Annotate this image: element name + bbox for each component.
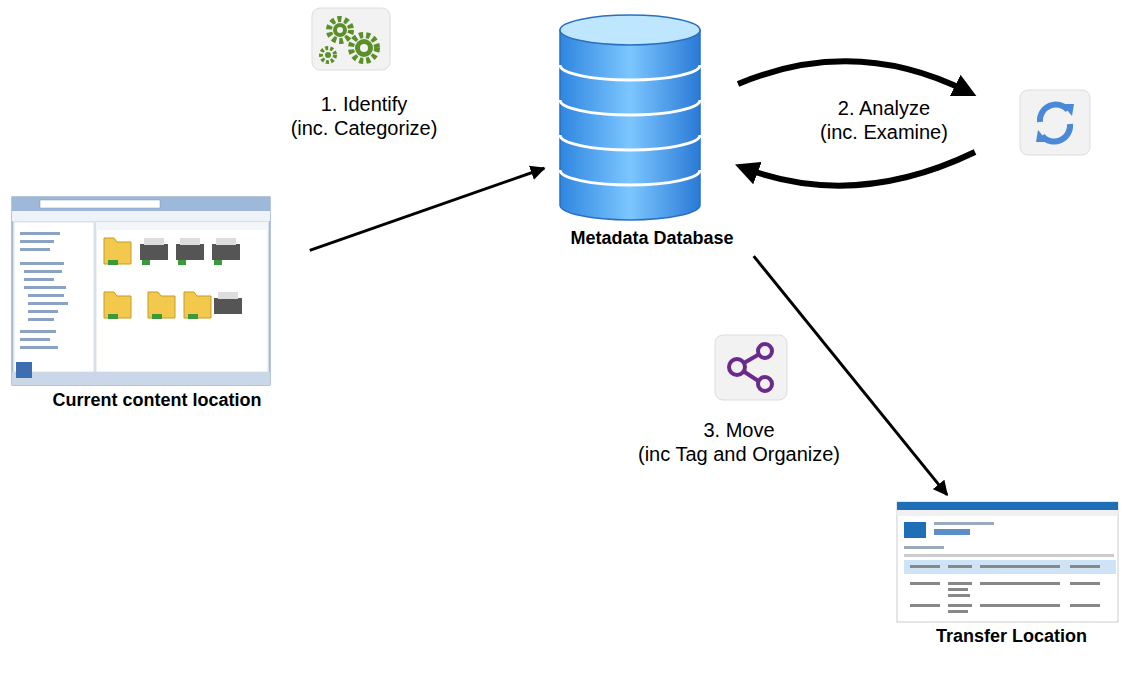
step-label: 1. Identify (inc. Categorize) bbox=[262, 92, 466, 140]
content-location: Transfer Location bbox=[893, 498, 1126, 651]
explorer-screenshot bbox=[12, 197, 270, 385]
sharepoint-screenshot bbox=[897, 502, 1118, 622]
step-label: 2. Analyze (inc. Examine) bbox=[782, 96, 986, 144]
step-label: 3. Move (inc Tag and Organize) bbox=[612, 418, 866, 466]
content-location: Current content location bbox=[8, 193, 306, 415]
flow-arrow bbox=[310, 168, 544, 250]
node-caption: Metadata Database bbox=[548, 228, 756, 249]
share-icon bbox=[715, 335, 787, 400]
node-caption: Current content location bbox=[8, 390, 306, 411]
refresh-icon bbox=[1020, 90, 1090, 155]
node-caption: Transfer Location bbox=[893, 626, 1126, 647]
content-location: Metadata Database bbox=[548, 8, 756, 253]
database-cylinder bbox=[560, 15, 700, 220]
gears-icon bbox=[312, 8, 390, 70]
